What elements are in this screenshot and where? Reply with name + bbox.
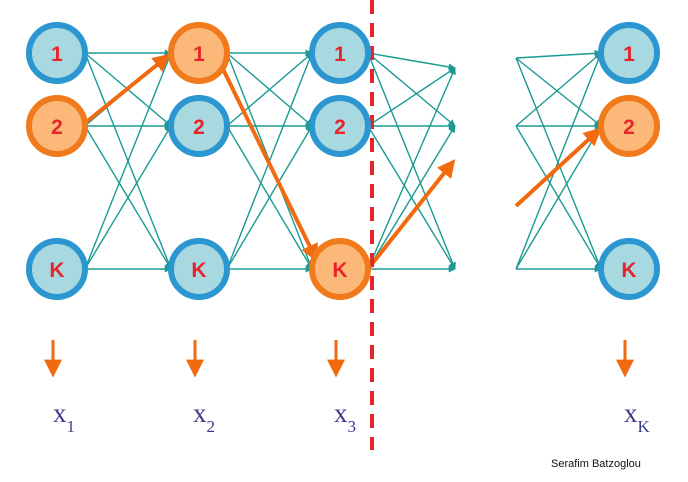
state-label: 1 [51,43,63,66]
state-label: 1 [623,43,635,66]
path-arrow [83,53,171,125]
observation-label: x2 [193,398,215,436]
transition-arrow [84,125,172,270]
transition-arrow [515,52,602,127]
transition-arrow [515,125,602,270]
transition-arrow [367,52,456,71]
state-node: 1 [26,22,88,84]
transition-arrow [515,49,602,59]
transition-arrow [367,52,456,127]
state-node: K [309,238,371,300]
state-label: K [191,259,206,282]
transition-arrow [367,125,456,270]
path-arrow [219,64,318,263]
state-label: 1 [334,43,346,66]
transition-arrow [226,125,313,270]
state-nodes: 1 2K 1 2K 1 2K 1 2K [26,22,660,300]
observation-label: x1 [53,398,75,436]
transition-arrow [84,52,172,270]
transition-arrow [367,52,456,270]
state-label: K [332,259,347,282]
transition-arrows [84,49,602,273]
state-node: 2 [168,95,230,157]
transition-arrow [515,52,602,270]
transition-arrow [515,57,602,127]
transition-arrow [226,52,313,127]
viterbi-path-arrows [83,53,602,271]
author-credit: Serafim Batzoglou [551,458,641,470]
transition-arrow [367,67,456,270]
state-label: 1 [193,43,205,66]
path-arrow [514,127,602,208]
state-node: 2 [598,95,660,157]
state-node: 2 [26,95,88,157]
observation-label: x3 [334,398,356,436]
emission-arrows [44,340,634,378]
state-label: 2 [334,116,346,139]
state-label: 2 [623,116,635,139]
transition-arrow [367,67,456,127]
state-label: K [49,259,64,282]
observation-labels: x1 x2 x3 xK [53,398,651,436]
state-node: 1 [598,22,660,84]
state-node: K [168,238,230,300]
observation-label: xK [624,398,651,436]
state-node: K [26,238,88,300]
path-arrow [366,159,456,271]
state-label: 2 [51,116,63,139]
state-node: 2 [309,95,371,157]
state-node: K [598,238,660,300]
state-node: 1 [309,22,371,84]
transition-arrow [515,57,602,270]
state-label: K [621,259,636,282]
state-label: 2 [193,116,205,139]
state-node: 1 [168,22,230,84]
